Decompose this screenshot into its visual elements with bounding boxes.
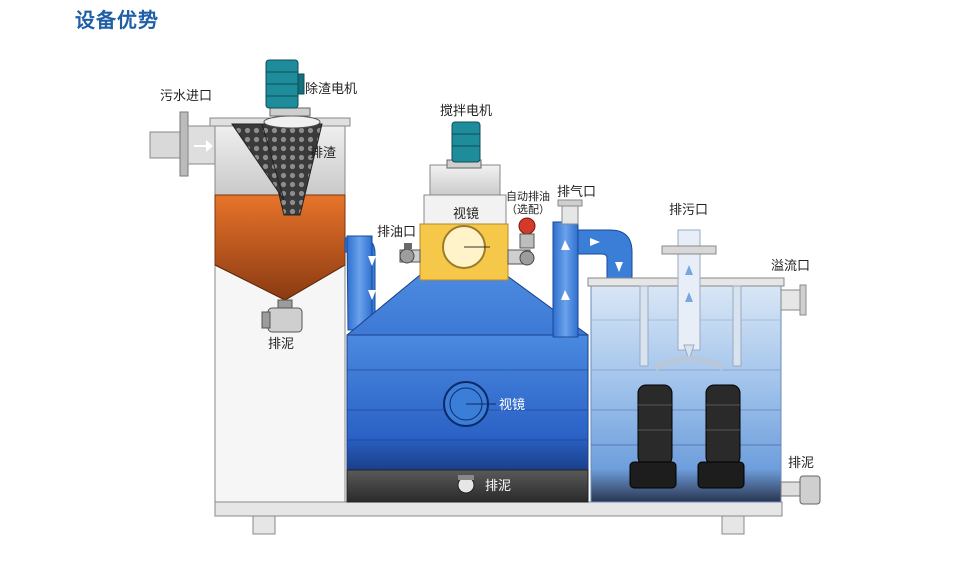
- middle-tank: [346, 164, 589, 503]
- label-sight-glass-bottom: 视镜: [499, 398, 525, 413]
- label-sight-glass-top: 视镜: [453, 207, 479, 222]
- base-frame: [214, 501, 783, 535]
- label-mixer-motor: 搅拌电机: [440, 103, 492, 119]
- submersible-pump-right: [697, 384, 745, 489]
- label-sludge-mid: 排泥: [485, 479, 511, 494]
- label-oil-out: 排油口: [377, 225, 416, 240]
- label-inlet: 污水进口: [160, 89, 212, 104]
- right-tank: [587, 229, 821, 505]
- label-auto-oil: 自动排油: [506, 189, 550, 203]
- label-slag-out: 排渣: [310, 146, 336, 161]
- label-overflow: 溢流口: [771, 259, 810, 274]
- label-sludge-right: 排泥: [788, 456, 814, 471]
- label-sewage-out: 排污口: [669, 203, 708, 218]
- slag-motor: [265, 59, 311, 117]
- submersible-pump-left: [629, 384, 677, 489]
- label-optional: （选配）: [506, 203, 550, 216]
- label-sludge-left: 排泥: [268, 337, 294, 352]
- left-tank: [149, 111, 351, 503]
- page-title: 设备优势: [75, 8, 159, 32]
- label-vent: 排气口: [557, 184, 596, 200]
- mixer-motor: [446, 121, 482, 169]
- label-slag-motor: 除渣电机: [305, 82, 357, 97]
